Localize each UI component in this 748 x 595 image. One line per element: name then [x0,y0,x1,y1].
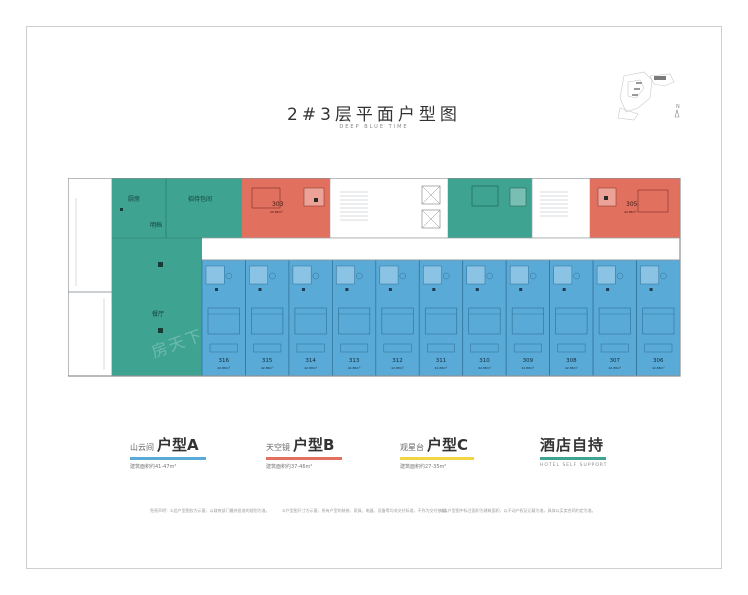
unit-number: 309 [523,358,534,364]
north-label: N [676,104,680,110]
unit-number: 316 [218,358,229,364]
unit-310: 310 42.88m² [462,259,507,377]
unit-number: 312 [392,358,403,364]
restaurant-zone [112,238,202,376]
kitchen-label: 厨房 [128,195,140,203]
unit-306: 306 42.88m² [636,259,681,377]
unit-316: 316 42.88m² [201,259,246,377]
legend-type-a-area: 建筑面积约41-47m² [130,464,177,470]
page-title: 2#3层平面户型图 [287,105,461,125]
unit-number: 315 [262,358,273,364]
unit-307: 307 42.88m² [592,259,637,377]
unit-305 [590,178,680,238]
legend-type-b-name: 天空镜 [266,443,290,452]
unit-area: 42.88m² [478,366,492,370]
unit-area: 42.88m² [391,366,405,370]
floor-plan: 厨房 招待包间 明档 餐厅 303 40.88m² 305 40.88m² 31… [68,178,681,377]
legend-type-b: 天空镜 户型B 建筑面积约37-46m² [266,434,342,470]
unit-area: 42.88m² [261,366,275,370]
legend-hotel-en: HOTEL SELF SUPPORT [540,463,608,468]
corridor [202,238,680,260]
legend-type-a-type: 户型A [157,436,199,454]
legend-type-b-type: 户型B [293,436,335,454]
legend-type-a-name: 山云间 [130,443,154,452]
legend-type-a-swatch [130,457,206,460]
page-subtitle: DEEP BLUE TIME [339,124,409,130]
legend-hotel: 酒店自持 HOTEL SELF SUPPORT [540,434,607,468]
unit-area: 42.88m² [608,366,622,370]
disclaimer-3: ③本户型图中标注面积为建筑面积，以不动产权证记载为准，具体以买卖合同约定为准。 [440,508,596,513]
legend-hotel-label: 酒店自持 [540,436,605,454]
unit-area: 42.88m² [348,366,362,370]
page-frame [26,26,722,569]
unit-311: 311 42.88m² [418,259,464,377]
unit-number: 307 [610,358,621,364]
legend-type-a: 山云间 户型A 建筑面积约41-47m² [130,434,206,470]
north-arrow-icon [674,108,680,118]
unit-303-area: 40.88m² [270,210,284,214]
unit-number: 306 [653,358,664,364]
unit-315: 315 42.88m² [245,259,290,377]
unit-area: 42.88m² [652,366,666,370]
legend-type-c-name: 观星台 [400,443,424,452]
unit-area: 42.88m² [565,366,579,370]
unit-305-number: 305 [626,201,638,208]
unit-number: 314 [305,358,316,364]
unit-305-area: 40.88m² [624,210,638,214]
disclaimer-2: ②户型图尺寸为示意，所有户型的装修、家具、电器、设备等均非交付标准，不作为交付依… [282,508,450,513]
unit-area: 42.88m² [304,366,318,370]
private-room-label: 招待包间 [188,195,212,203]
key-plan: N [617,71,680,121]
legend-type-c-area: 建筑面积约27-35m² [400,464,447,470]
kitchen-zone [112,178,242,238]
hotel-top-unit [448,178,532,238]
legend-type-b-area: 建筑面积约37-46m² [266,464,313,470]
unit-area: 42.88m² [522,366,536,370]
unit-area: 42.88m² [435,366,449,370]
unit-number: 310 [479,358,490,364]
unit-number: 308 [566,358,577,364]
unit-303-number: 303 [272,201,284,208]
unit-number: 311 [436,358,447,364]
unit-314: 314 42.88m² [288,259,333,377]
restaurant-label: 餐厅 [152,310,164,318]
unit-313: 313 42.88m² [332,259,377,377]
legend-hotel-swatch [540,457,606,460]
unit-number: 313 [349,358,360,364]
disclaimer-1: 免责声明：①此户型图仅为示意，以政府部门最终批准的规划为准。 [150,508,270,513]
unit-309: 309 42.88m² [505,259,550,377]
prep-label: 明档 [150,221,162,229]
legend-type-c: 观星台 户型C 建筑面积约27-35m² [400,434,474,470]
unit-area: 42.88m² [217,366,231,370]
annex-block [68,178,113,377]
legend-type-c-type: 户型C [427,436,469,454]
legend-type-b-swatch [266,457,342,460]
legend-type-c-swatch [400,457,474,460]
unit-308: 308 42.88m² [549,259,594,377]
unit-312: 312 42.88m² [375,259,420,377]
